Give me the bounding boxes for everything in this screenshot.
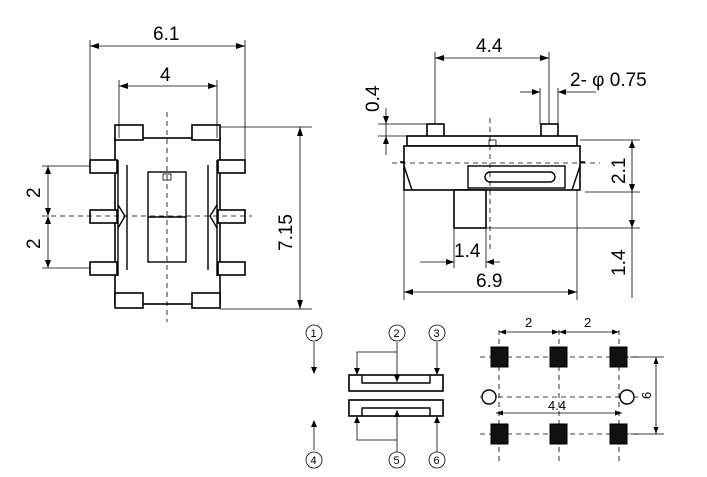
schematic: 1 2 3 4 5 6 bbox=[305, 324, 446, 469]
footprint-pitch-right-label: 2 bbox=[584, 315, 591, 330]
footprint-pad-2 bbox=[549, 346, 568, 368]
top-tab-bl bbox=[114, 292, 144, 309]
top-pitch-lower-label: 2 bbox=[24, 238, 45, 249]
terminal-5-label: 5 bbox=[394, 455, 400, 467]
top-width-label: 6.1 bbox=[153, 24, 179, 45]
terminal-1-label: 1 bbox=[311, 328, 317, 340]
top-view-body bbox=[114, 137, 221, 305]
top-inner-width-label: 4 bbox=[160, 65, 171, 86]
top-height-label: 7.15 bbox=[276, 214, 297, 251]
pin-left-1 bbox=[89, 159, 118, 174]
footprint-hole-right bbox=[619, 389, 635, 405]
top-pitch-upper-label: 2 bbox=[24, 187, 45, 198]
top-tab-tr bbox=[191, 124, 221, 141]
side-overall-width-label: 6.9 bbox=[476, 271, 502, 292]
footprint-pad-5 bbox=[549, 423, 568, 445]
side-pin-spacing-label: 4.4 bbox=[476, 36, 503, 57]
terminal-4-marker bbox=[305, 451, 323, 469]
footprint-pitch-left-label: 2 bbox=[525, 315, 532, 330]
top-tab-br bbox=[191, 292, 221, 309]
terminal-4-label: 4 bbox=[311, 455, 317, 467]
footprint-pad-6 bbox=[609, 423, 628, 445]
side-actuator bbox=[453, 189, 487, 229]
footprint-pad-3 bbox=[609, 346, 628, 368]
terminal-3-label: 3 bbox=[434, 328, 440, 340]
top-view: 6.1 4 7.15 2 2 bbox=[24, 24, 312, 322]
terminal-6-marker bbox=[428, 451, 446, 469]
side-actuator-height-label: 1.4 bbox=[609, 249, 630, 276]
terminal-1-marker bbox=[305, 324, 323, 342]
footprint-pad-4 bbox=[490, 423, 509, 445]
side-view-body bbox=[403, 145, 581, 191]
terminal-5-marker bbox=[388, 451, 406, 469]
pin-right-3 bbox=[217, 261, 246, 276]
side-actuator-width-label: 1.4 bbox=[454, 241, 481, 262]
footprint-hole-spacing-label: 4.4 bbox=[548, 398, 566, 413]
footprint-height-label: 6 bbox=[639, 392, 654, 399]
terminal-3-marker bbox=[428, 324, 446, 342]
terminal-2-label: 2 bbox=[394, 328, 400, 340]
side-body-height-label: 2.1 bbox=[609, 158, 630, 184]
top-tab-tl bbox=[114, 124, 144, 141]
terminal-6-label: 6 bbox=[434, 455, 440, 467]
footprint-pad-1 bbox=[490, 346, 509, 368]
footprint-hole-left bbox=[481, 389, 497, 405]
pin-left-2 bbox=[89, 209, 118, 224]
pin-left-3 bbox=[89, 261, 118, 276]
side-post-height-label: 0.4 bbox=[363, 85, 384, 112]
pcb-footprint: 2 2 4.4 6 bbox=[480, 315, 664, 462]
pin-right-2 bbox=[217, 209, 246, 224]
side-view: 4.4 2- φ 0.75 0.4 2.1 1.4 1.4 bbox=[363, 36, 647, 300]
terminal-2-marker bbox=[388, 324, 406, 342]
pin-right-1 bbox=[217, 159, 246, 174]
side-post-diameter-label: 2- φ 0.75 bbox=[570, 70, 647, 91]
